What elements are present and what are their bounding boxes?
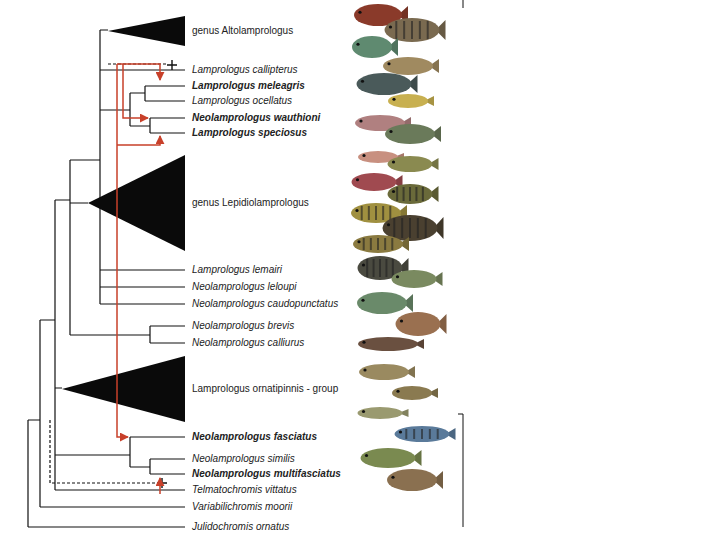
branch-lines xyxy=(28,0,463,527)
fish-photo xyxy=(396,312,447,336)
taxon-label: Neolamprologus wauthioni xyxy=(192,112,320,124)
taxon-label: Variabilichromis moorii xyxy=(192,501,292,513)
fish-photo xyxy=(385,124,441,144)
taxon-label: Lamprologus ocellatus xyxy=(192,95,292,107)
introgression-arrow xyxy=(159,478,161,494)
introgression-arrow xyxy=(123,64,148,118)
taxon-label: Neolamprologus brevis xyxy=(192,320,294,332)
fish-photo xyxy=(388,156,439,172)
fish-photo xyxy=(359,364,415,380)
fish-photo xyxy=(358,337,424,351)
fish-photo xyxy=(383,57,439,75)
taxon-label: Lamprologus lemairi xyxy=(192,264,282,276)
taxon-label: Lamprologus callipterus xyxy=(192,64,298,76)
fish-photo xyxy=(392,386,438,400)
clade-label: genus Lepidiolamprologus xyxy=(192,197,309,209)
taxon-label: Neolamprologus calliurus xyxy=(192,337,304,349)
introgression-arrow xyxy=(117,64,128,437)
taxon-label: Lamprologus speciosus xyxy=(192,127,307,139)
fish-photo xyxy=(388,184,439,204)
clade-label: Lamprologus ornatipinnis - group xyxy=(192,383,338,395)
taxon-label: Neolamprologus caudopunctatus xyxy=(192,298,338,310)
collapsed-clade: genus Lepidiolamprologus xyxy=(88,155,311,251)
introgression-arrow xyxy=(117,136,160,145)
clade-label: genus Altolamprologus xyxy=(192,25,293,37)
taxon-label: Neolamprologus multifasciatus xyxy=(192,468,341,480)
taxon-label: Julidochromis ornatus xyxy=(192,521,289,533)
fish-photo xyxy=(395,426,456,442)
taxon-label: Neolamprologus leloupi xyxy=(192,281,297,293)
clade-triangle xyxy=(108,16,185,46)
collapsed-clade: genus Altolamprologus xyxy=(108,16,296,46)
taxon-label: Neolamprologus fasciatus xyxy=(192,431,317,443)
fish-photo xyxy=(358,407,409,419)
bracket xyxy=(458,414,463,527)
frame-line xyxy=(463,0,464,8)
collapsed-clade: Lamprologus ornatipinnis - group xyxy=(62,356,341,422)
fish-photo xyxy=(361,448,422,468)
fish-photo xyxy=(357,73,418,95)
fish-photo xyxy=(387,469,443,491)
taxon-label: Telmatochromis vittatus xyxy=(192,484,297,496)
dashed-branch xyxy=(50,420,156,483)
fish-photo xyxy=(385,18,446,42)
fish-photo xyxy=(357,292,413,314)
fish-photo xyxy=(388,94,434,108)
fish-photo xyxy=(353,235,409,253)
clade-triangle xyxy=(62,356,185,422)
clade-triangle xyxy=(88,155,185,251)
introgression-arrow xyxy=(117,64,160,80)
taxon-label: Lamprologus meleagris xyxy=(192,80,305,92)
fish-photo xyxy=(352,36,398,58)
extinction-cross xyxy=(167,60,177,70)
branch-path xyxy=(28,30,185,527)
fish-photo xyxy=(392,270,443,288)
extinction-cross xyxy=(157,478,167,488)
taxon-label: Neolamprologus similis xyxy=(192,453,295,465)
